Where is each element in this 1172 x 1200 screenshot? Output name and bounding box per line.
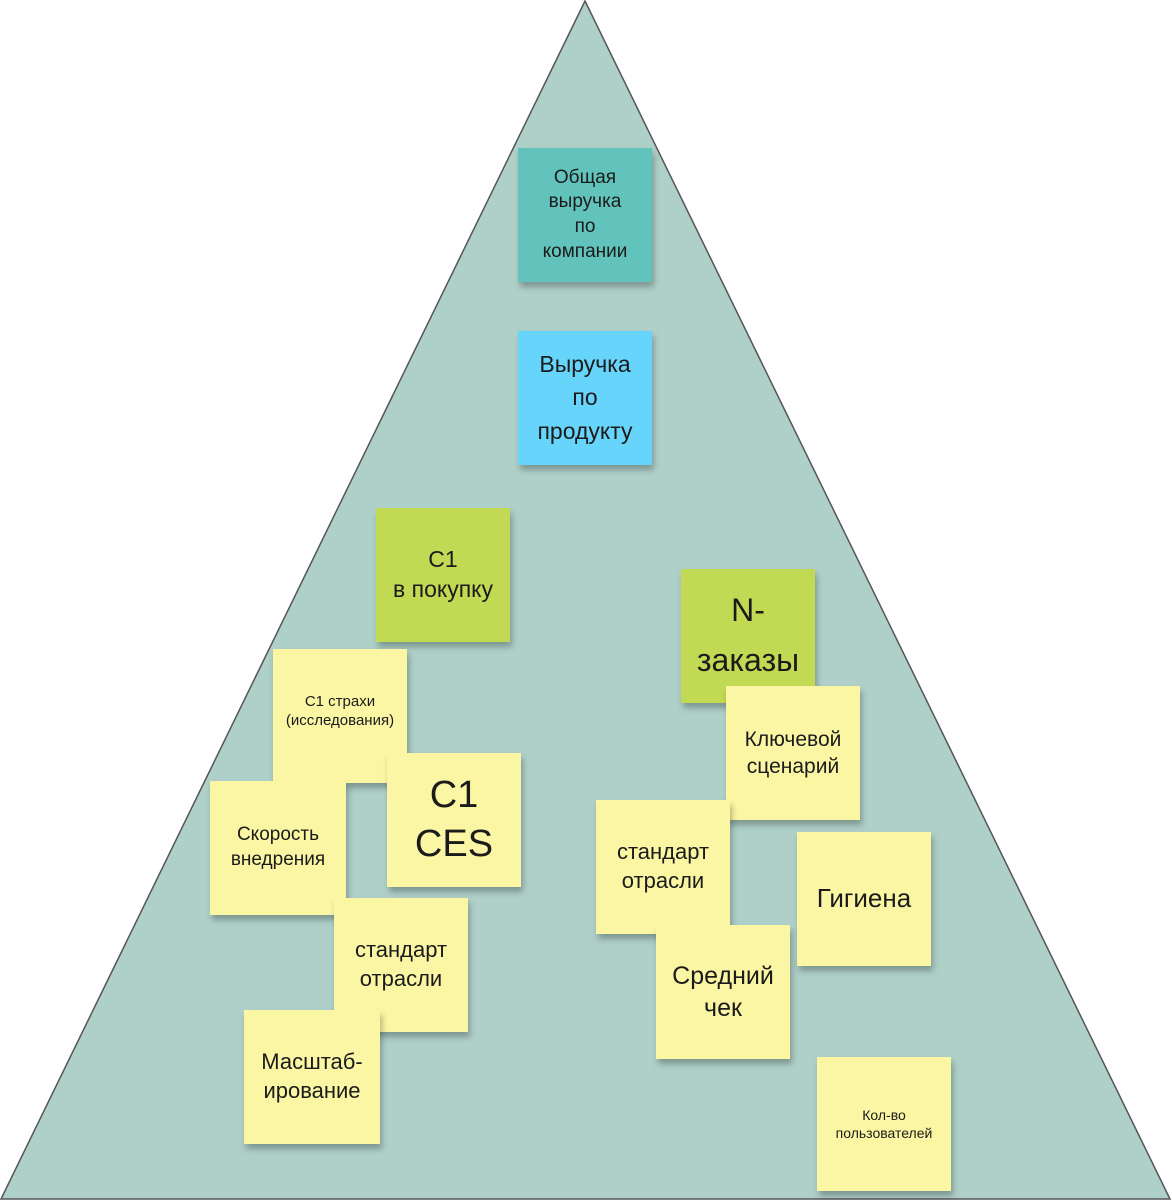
sticky-note-company-revenue[interactable]: Общая выручка по компании: [518, 148, 652, 282]
sticky-note-industry-standard-left[interactable]: стандарт отрасли: [334, 898, 468, 1032]
sticky-note-product-revenue[interactable]: Выручка по продукту: [518, 331, 652, 465]
sticky-note-n-orders[interactable]: N- заказы: [681, 569, 815, 703]
sticky-note-c1-ces[interactable]: C1 CES: [387, 753, 521, 887]
sticky-note-c1-purchase[interactable]: C1 в покупку: [376, 508, 510, 642]
sticky-note-average-check[interactable]: Средний чек: [656, 925, 790, 1059]
sticky-note-hygiene[interactable]: Гигиена: [797, 832, 931, 966]
sticky-note-user-count[interactable]: Кол-во пользователей: [817, 1057, 951, 1191]
sticky-note-key-scenario[interactable]: Ключевой сценарий: [726, 686, 860, 820]
sticky-note-scaling[interactable]: Масштаб- ирование: [244, 1010, 380, 1144]
sticky-note-implementation-speed[interactable]: Скорость внедрения: [210, 781, 346, 915]
sticky-note-industry-standard-right[interactable]: стандарт отрасли: [596, 800, 730, 934]
sticky-note-c1-fears[interactable]: С1 страхи (исследования): [273, 649, 407, 783]
